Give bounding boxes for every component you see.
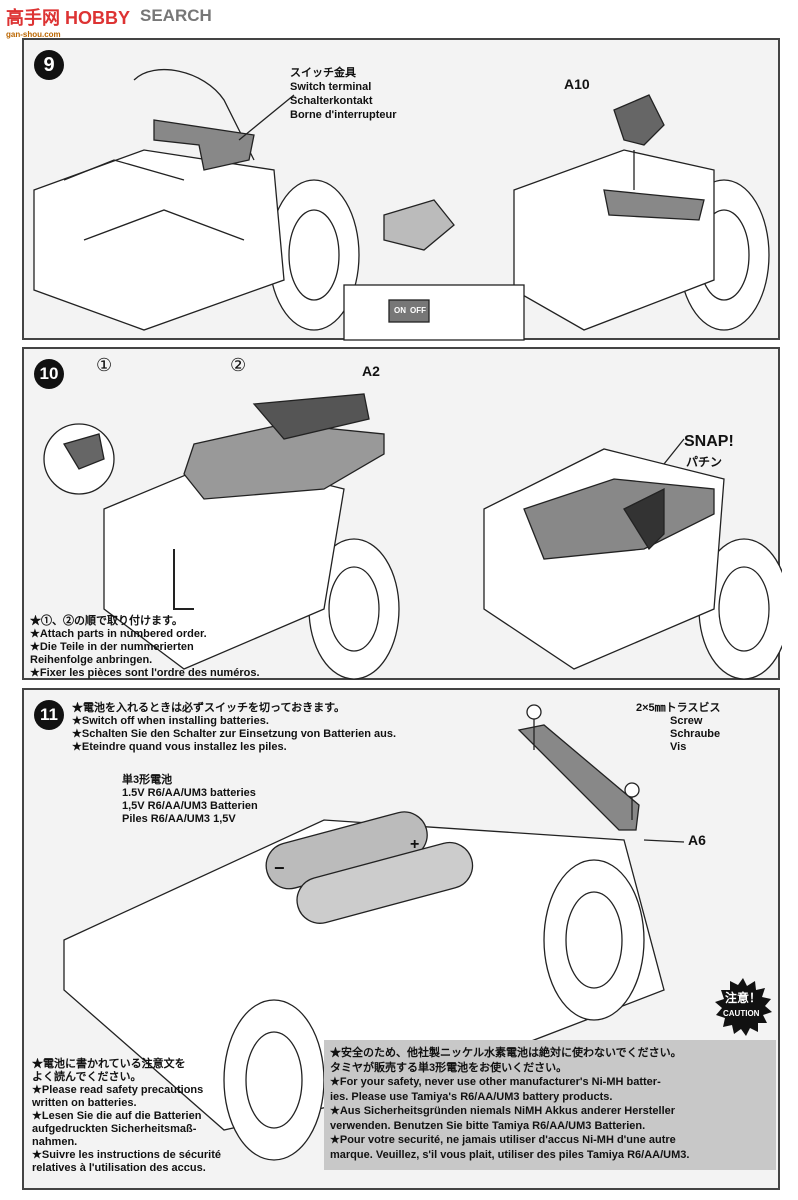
step-number: 10 (34, 359, 64, 389)
screw-label-de: Schraube (670, 728, 721, 740)
part-code-a10: A10 (564, 76, 590, 92)
battery-minus-icon: − (274, 858, 285, 878)
note-line: ★Switch off when installing batteries. (72, 715, 269, 727)
note-line: ★Schalten Sie den Schalter zur Einsetzun… (72, 728, 397, 740)
caution-jp: 注意！ (725, 991, 762, 1005)
step-9-illustration (33, 68, 770, 341)
step-10-illustration (43, 393, 782, 680)
step-10-panel: 10 ① ② A2 SNAP! パチン ★①、②の順で取り付けます。 ★Atta… (22, 347, 782, 680)
note-line: ★Fixer les pièces sont l'ordre des numér… (30, 667, 260, 679)
warning-line: marque. Veuillez, s'il vous plait, utili… (330, 1148, 690, 1161)
warning-line: タミヤが販売する単3形電池をお使いください。 (330, 1061, 568, 1074)
warning-line: ★安全のため、他社製ニッケル水素電池は絶対に使わないでください。 (330, 1047, 682, 1059)
note-line: ★Please read safety precautions (32, 1084, 204, 1096)
warning-line: ★Pour votre securité, ne jamais utiliser… (330, 1134, 676, 1146)
battery-label: 単3形電池 1.5V R6/AA/UM3 batteries 1,5V R6/A… (122, 774, 258, 826)
step-number: 9 (34, 50, 64, 80)
battery-label-en: 1.5V R6/AA/UM3 batteries (122, 787, 256, 799)
part-code-a2: A2 (362, 363, 380, 379)
step-9-panel: 9 スイッチ金具 Switch terminal Schalterkontakt… (22, 38, 780, 341)
warning-line: ★Aus Sicherheitsgründen niemals NiMH Akk… (330, 1105, 676, 1117)
note-line: written on batteries. (32, 1097, 137, 1109)
note-line: relatives à l'utilisation des accus. (32, 1162, 206, 1174)
screw-label: 2×5㎜トラスビス Screw Schraube Vis (636, 702, 720, 754)
screw-label-en: Screw (670, 715, 703, 727)
warning-line: ★For your safety, never use other manufa… (330, 1076, 661, 1088)
watermark-url: gan-shou.com (6, 30, 61, 39)
switch-terminal-label: スイッチ金具 Switch terminal Schalterkontakt B… (290, 66, 397, 122)
step-10-notes: ★①、②の順で取り付けます。 ★Attach parts in numbered… (30, 615, 260, 680)
watermark-brand: 高手网 HOBBY (6, 8, 131, 28)
warning-line: ies. Please use Tamiya's R6/AA/UM3 batte… (330, 1090, 613, 1103)
nimh-warning-box: ★安全のため、他社製ニッケル水素電池は絶対に使わないでください。 タミヤが販売す… (324, 1040, 776, 1170)
caution-starburst-icon (715, 978, 772, 1036)
step-11-illustration (63, 704, 685, 1161)
battery-label-jp: 単3形電池 (122, 774, 173, 786)
note-line: Reihenfolge anbringen. (30, 654, 153, 666)
switch-off-label: OFF (410, 306, 426, 315)
screw-label-jp: 2×5㎜トラスビス (636, 702, 721, 714)
note-line: ★Attach parts in numbered order. (30, 628, 207, 640)
note-line: aufgedruckten Sicherheitsmaß- (32, 1123, 197, 1135)
label-en: Switch terminal (290, 81, 372, 93)
switch-on-label: ON (394, 306, 406, 315)
battery-label-fr: Piles R6/AA/UM3 1,5V (122, 813, 236, 825)
warning-text: ★安全のため、他社製ニッケル水素電池は絶対に使わないでください。 タミヤが販売す… (330, 1046, 689, 1162)
step-11-notes: ★電池を入れるときは必ずスイッチを切っておきます。 ★Switch off wh… (72, 702, 396, 754)
note-line: ★Suivre les instructions de sécurité (32, 1149, 221, 1161)
screw-label-fr: Vis (670, 741, 687, 753)
battery-plus-icon: + (410, 836, 420, 853)
note-line: ★電池に書かれている注意文を (32, 1058, 186, 1070)
label-fr: Borne d'interrupteur (290, 109, 397, 121)
order-2-marker: ② (230, 355, 247, 375)
step-number: 11 (34, 700, 64, 730)
note-line: ★①、②の順で取り付けます。 (30, 615, 183, 627)
note-line: ★Eteindre quand vous installez les piles… (72, 741, 287, 753)
note-line: よく読んでください。 (32, 1071, 142, 1083)
note-line: ★Die Teile in der nummerierten (30, 641, 194, 653)
label-jp: スイッチ金具 (290, 67, 356, 79)
note-line: ★Lesen Sie die auf die Batterien (32, 1110, 202, 1122)
label-de: Schalterkontakt (290, 95, 373, 107)
battery-label-de: 1,5V R6/AA/UM3 Batterien (122, 800, 258, 812)
snap-label-jp: パチン (686, 455, 723, 469)
snap-label: SNAP! (684, 433, 734, 450)
caution-en: CAUTION (723, 1009, 760, 1018)
battery-safety-notes: ★電池に書かれている注意文を よく読んでください。 ★Please read s… (32, 1058, 221, 1175)
watermark-search: SEARCH (140, 6, 212, 25)
caution-badge: 注意！ CAUTION (714, 978, 772, 1036)
warning-line: verwenden. Benutzen Sie bitte Tamiya R6/… (330, 1119, 646, 1132)
note-line: nahmen. (32, 1136, 78, 1148)
order-1-marker: ① (96, 355, 113, 375)
part-code-a6: A6 (688, 832, 706, 848)
step-11-panel: 11 ★電池を入れるときは必ずスイッチを切っておきます。 ★Switch off… (22, 688, 780, 1190)
note-line: ★電池を入れるときは必ずスイッチを切っておきます。 (72, 702, 346, 714)
